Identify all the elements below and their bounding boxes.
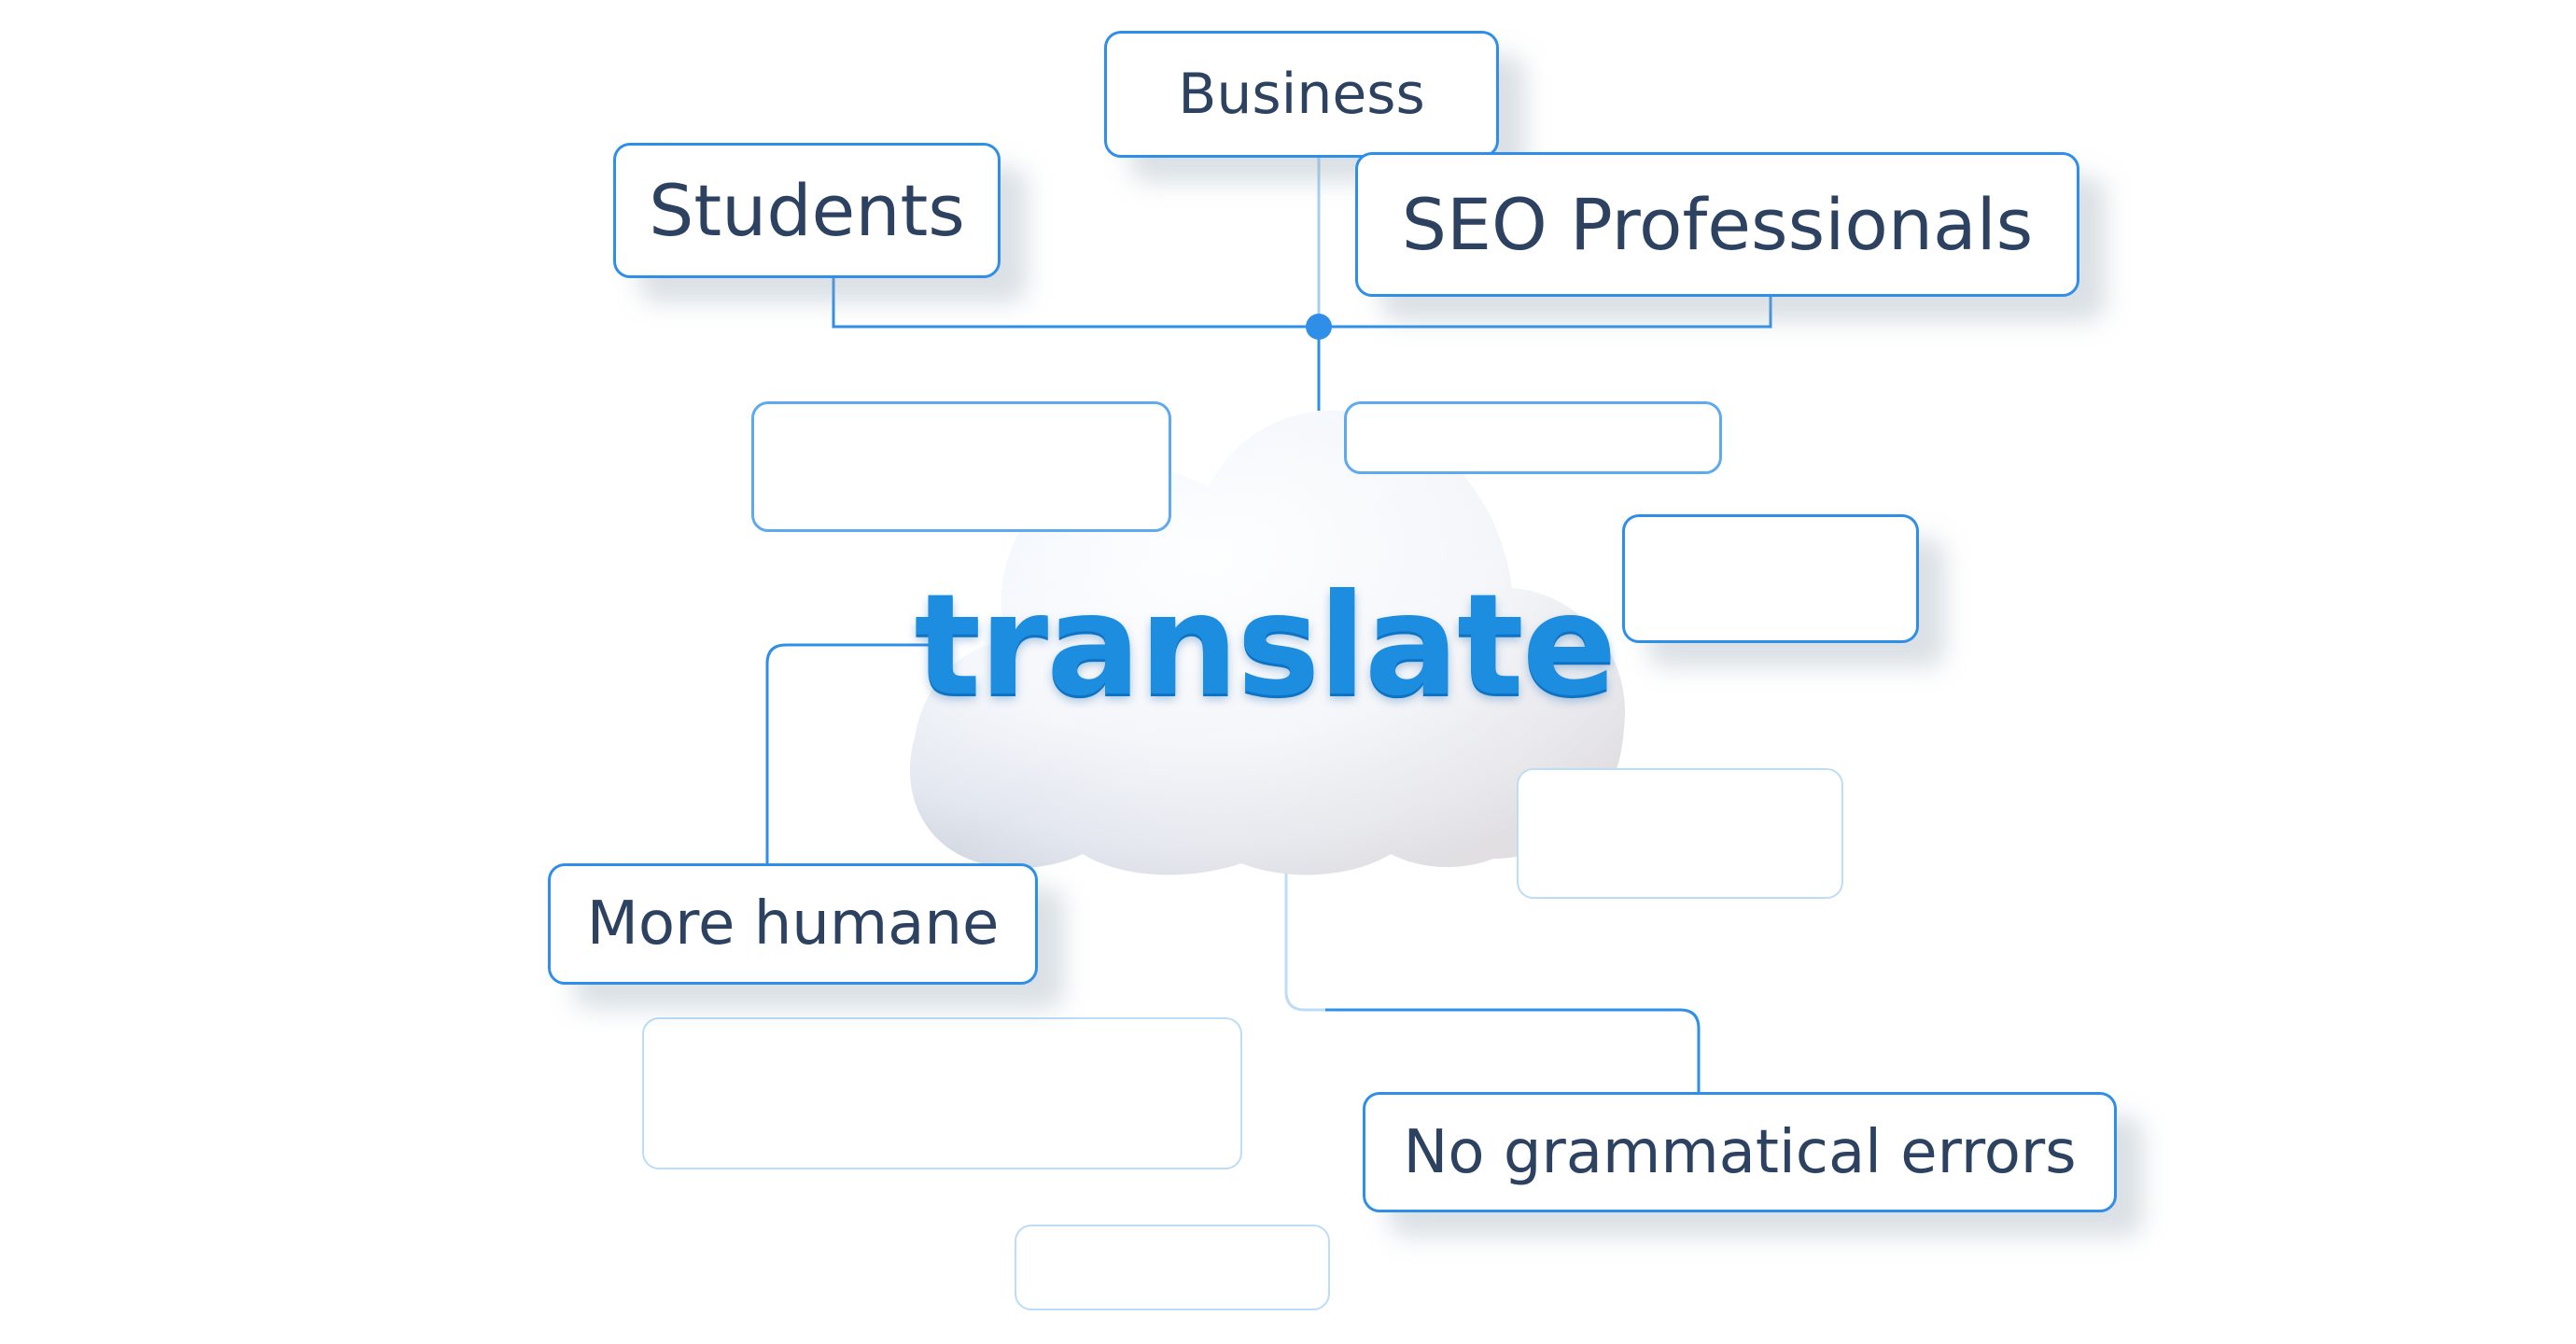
empty-node-right [1622, 514, 1919, 643]
empty-node-upper-left [751, 401, 1171, 532]
node-business-label: Business [1178, 62, 1425, 127]
node-students-label: Students [649, 169, 965, 252]
node-more-humane: More humane [548, 863, 1038, 985]
grammar-connector [1325, 1008, 1701, 1094]
grammar-connector-faint [1284, 868, 1325, 1012]
cloud: translate [896, 401, 1633, 877]
node-students: Students [613, 143, 1001, 278]
empty-node-bottom [1015, 1225, 1330, 1310]
node-seo-professionals: SEO Professionals [1355, 152, 2079, 297]
empty-node-upper-right [1344, 401, 1722, 474]
empty-node-lower-right [1517, 768, 1843, 899]
empty-node-lower-left [642, 1017, 1242, 1169]
node-no-grammatical-errors-label: No grammatical errors [1403, 1117, 2077, 1187]
node-more-humane-label: More humane [586, 889, 1000, 959]
center-word: translate [914, 565, 1617, 727]
audience-connector [832, 278, 1772, 329]
node-business: Business [1104, 31, 1499, 158]
junction-dot [1306, 314, 1332, 340]
humane-connector [765, 643, 933, 866]
node-seo-professionals-label: SEO Professionals [1401, 183, 2034, 266]
node-no-grammatical-errors: No grammatical errors [1363, 1092, 2117, 1212]
